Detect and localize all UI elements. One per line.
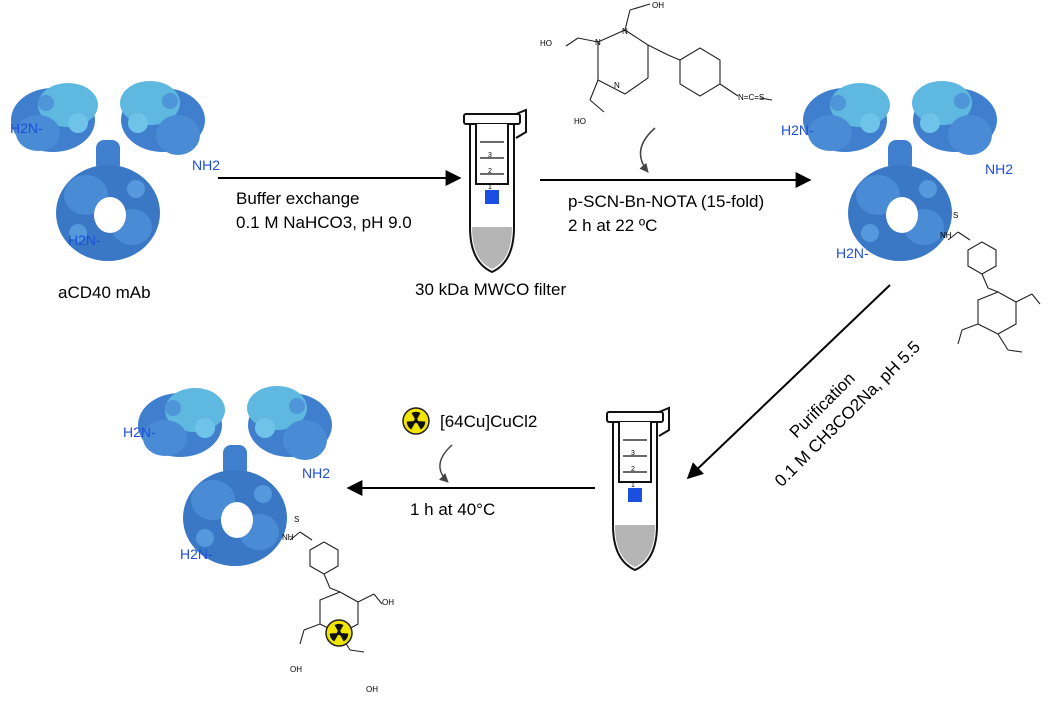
tube2-mark-1: 1 xyxy=(631,482,635,489)
chem-oh-complex-1: OH xyxy=(382,598,394,607)
tube2-mark-3: 3 xyxy=(631,450,635,457)
step3-arrow xyxy=(686,284,891,480)
step4-reagent: [64Cu]CuCl2 xyxy=(440,412,537,431)
amine-label-bottom: H2N- xyxy=(68,232,101,248)
chem-s-complex: S xyxy=(294,515,299,524)
step2-reagent: p-SCN-Bn-NOTA (15-fold) xyxy=(568,192,764,211)
amine-label-left-3: H2N- xyxy=(123,424,156,440)
curved-reagent-arrow xyxy=(639,127,656,173)
spin-filter-tube-icon-2 xyxy=(606,407,670,571)
radiation-trefoil-icon xyxy=(402,407,430,435)
amine-label-left-2: H2N- xyxy=(781,122,814,138)
nota-conjugate-structure xyxy=(947,231,1041,353)
spin-filter-tube-icon xyxy=(463,109,527,273)
amine-label-right-2: NH2 xyxy=(985,161,1013,177)
amine-label-bottom-2: H2N- xyxy=(836,245,869,261)
step2-condition: 2 h at 22 ºC xyxy=(568,216,657,235)
tube2-mark-2: 2 xyxy=(631,466,635,473)
antibody-label: aCD40 mAb xyxy=(58,283,151,302)
chem-oh-2: OH xyxy=(652,1,664,10)
curved-reagent-arrow-2 xyxy=(439,444,453,483)
filter-label: 30 kDa MWCO filter xyxy=(415,280,566,299)
chem-oh-1: HO xyxy=(540,39,552,48)
amine-label-right: NH2 xyxy=(192,157,220,173)
tube-mark-1: 1 xyxy=(488,184,492,191)
antibody-icon xyxy=(11,81,205,261)
tube-mark-3: 3 xyxy=(488,152,492,159)
chem-nh-conj: NH xyxy=(940,231,952,240)
step3-buffer: 0.1 M CH3CO2Na, pH 5.5 xyxy=(771,337,924,490)
chem-s-conj: S xyxy=(953,211,958,220)
amine-label-right-3: NH2 xyxy=(302,465,330,481)
chem-oh-complex-3: OH xyxy=(366,685,378,694)
chem-n-3: N xyxy=(614,81,620,90)
chem-n-1: N xyxy=(595,38,601,47)
chem-oh-complex-2: OH xyxy=(290,665,302,674)
chem-oh-3: HO xyxy=(574,117,586,126)
amine-label-bottom-3: H2N- xyxy=(180,546,213,562)
step1-line2: 0.1 M NaHCO3, pH 9.0 xyxy=(236,213,412,232)
step1-line1: Buffer exchange xyxy=(236,189,360,208)
chem-n-2: N xyxy=(622,27,628,36)
amine-label-left: H2N- xyxy=(10,120,43,136)
antibody-conjugate-icon xyxy=(803,81,997,261)
chem-ncs: N=C=S xyxy=(738,93,764,102)
step4-condition: 1 h at 40°C xyxy=(410,500,495,519)
nota-chelator-structure xyxy=(565,3,773,113)
radiation-trefoil-icon-complex xyxy=(325,619,353,647)
chem-nh-complex: NH xyxy=(282,533,294,542)
tube-mark-2: 2 xyxy=(488,168,492,175)
